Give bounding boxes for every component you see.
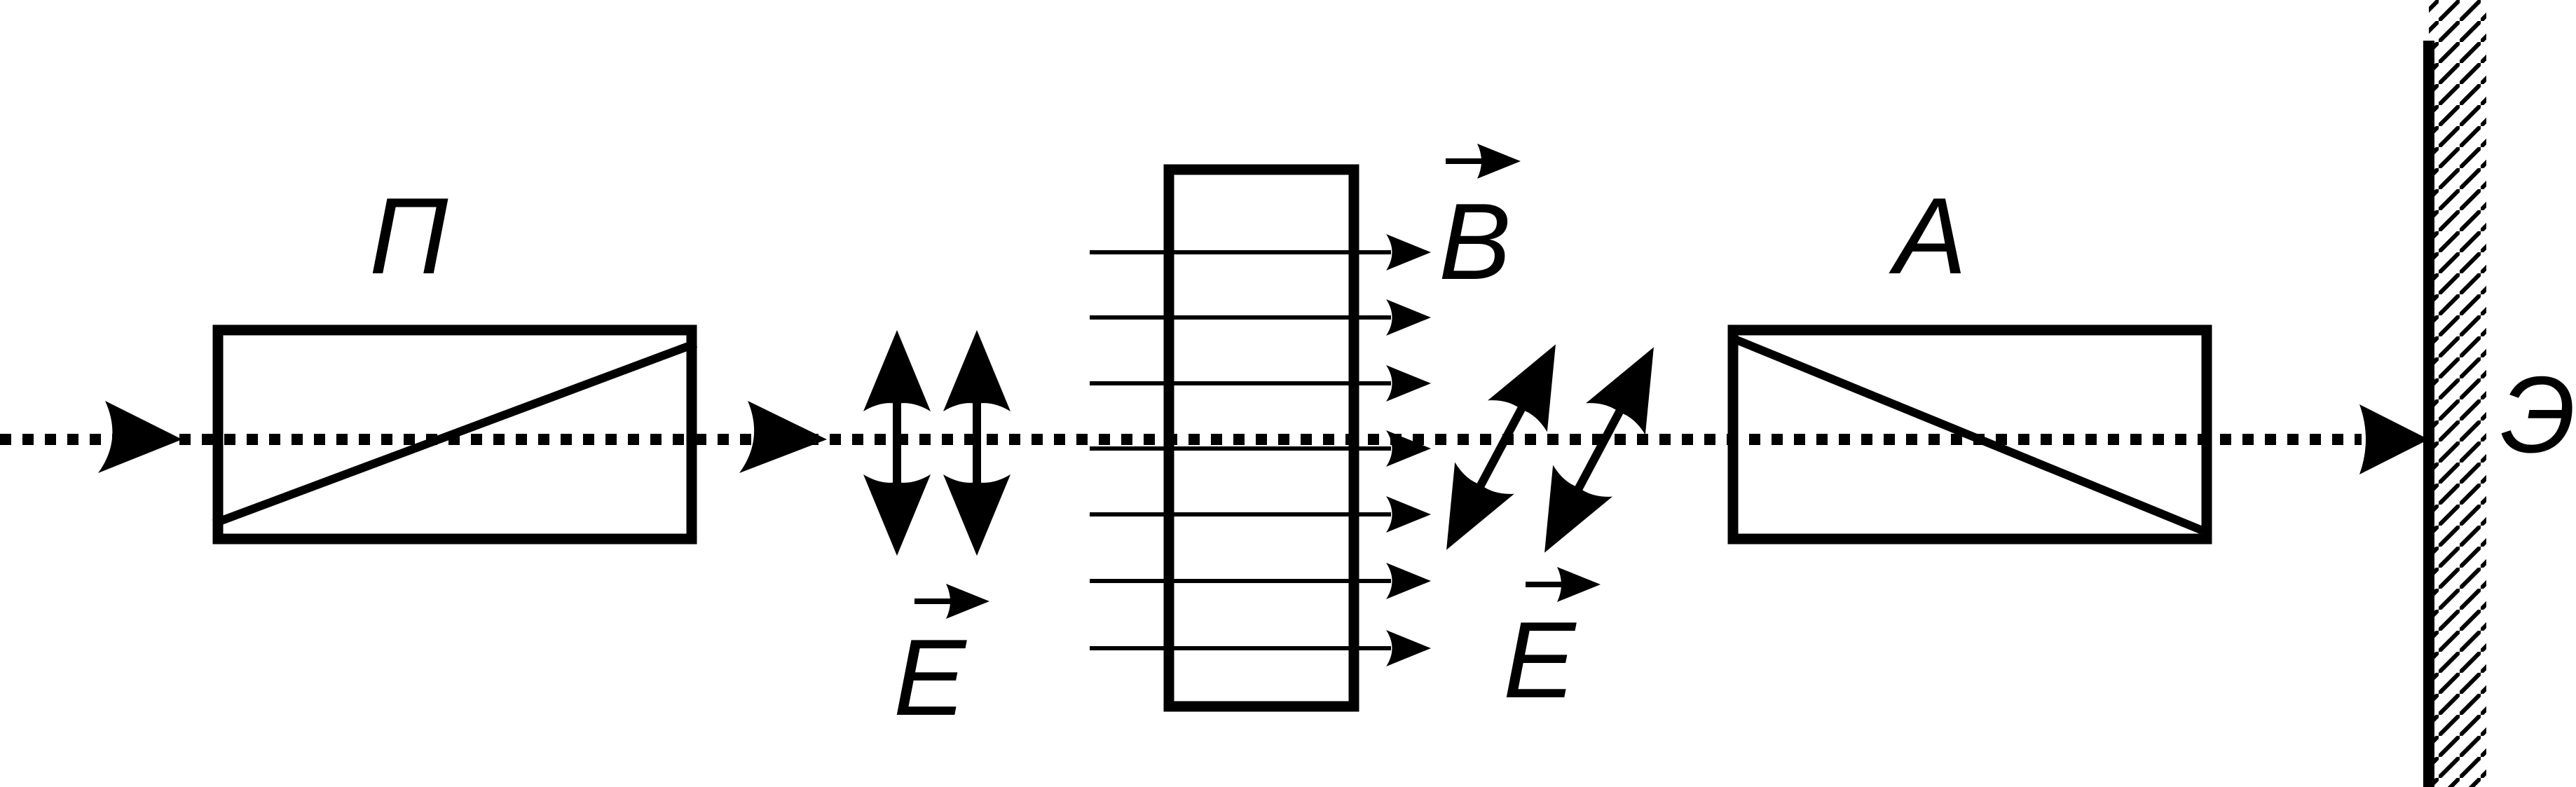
label-polarizer: П xyxy=(369,175,448,296)
vertical-double-arrow xyxy=(943,330,1010,556)
faraday-cell xyxy=(1163,164,1359,712)
beam-arrow-to-screen xyxy=(2359,404,2429,474)
polarizer xyxy=(212,324,698,545)
field-arrowhead xyxy=(1386,630,1431,666)
label-electric-field-after: E xyxy=(1503,599,1577,720)
label-analyzer: А xyxy=(1889,175,1966,296)
vector-arrows xyxy=(914,144,1601,619)
field-arrowhead xyxy=(1386,430,1431,467)
vector-arrow-icon xyxy=(1446,144,1521,179)
rotated-double-arrow xyxy=(1544,347,1654,553)
magnetic-field-arrowheads xyxy=(1386,234,1431,666)
vector-arrow-icon xyxy=(1526,567,1601,602)
analyzer xyxy=(1727,324,2212,545)
analyzer-diagonal xyxy=(1734,336,2205,535)
label-screen: Э xyxy=(2500,354,2576,475)
label-magnetic-field: B xyxy=(1439,181,1511,302)
magnetic-field-lines xyxy=(1090,250,1391,650)
beam-arrow-after-polarizer xyxy=(739,401,827,473)
field-arrowhead xyxy=(1386,299,1431,336)
polarization-before xyxy=(863,330,1010,556)
polarizer-diagonal xyxy=(212,339,698,528)
label-electric-field-before: E xyxy=(893,617,967,738)
polarization-after xyxy=(1446,344,1654,553)
beam-arrows xyxy=(98,401,2429,474)
vector-arrow-icon xyxy=(914,584,989,619)
field-arrowhead xyxy=(1386,496,1431,533)
polarizer-body xyxy=(212,324,697,545)
field-arrowhead xyxy=(1386,563,1431,599)
screen-hatching xyxy=(2429,0,2486,787)
screen xyxy=(2423,0,2486,787)
vertical-double-arrow xyxy=(863,330,931,556)
field-arrowhead xyxy=(1386,365,1431,402)
field-arrowhead xyxy=(1386,234,1431,271)
analyzer-body xyxy=(1727,324,2212,545)
rotated-double-arrow xyxy=(1446,344,1556,550)
beam-arrow-input xyxy=(98,401,182,473)
